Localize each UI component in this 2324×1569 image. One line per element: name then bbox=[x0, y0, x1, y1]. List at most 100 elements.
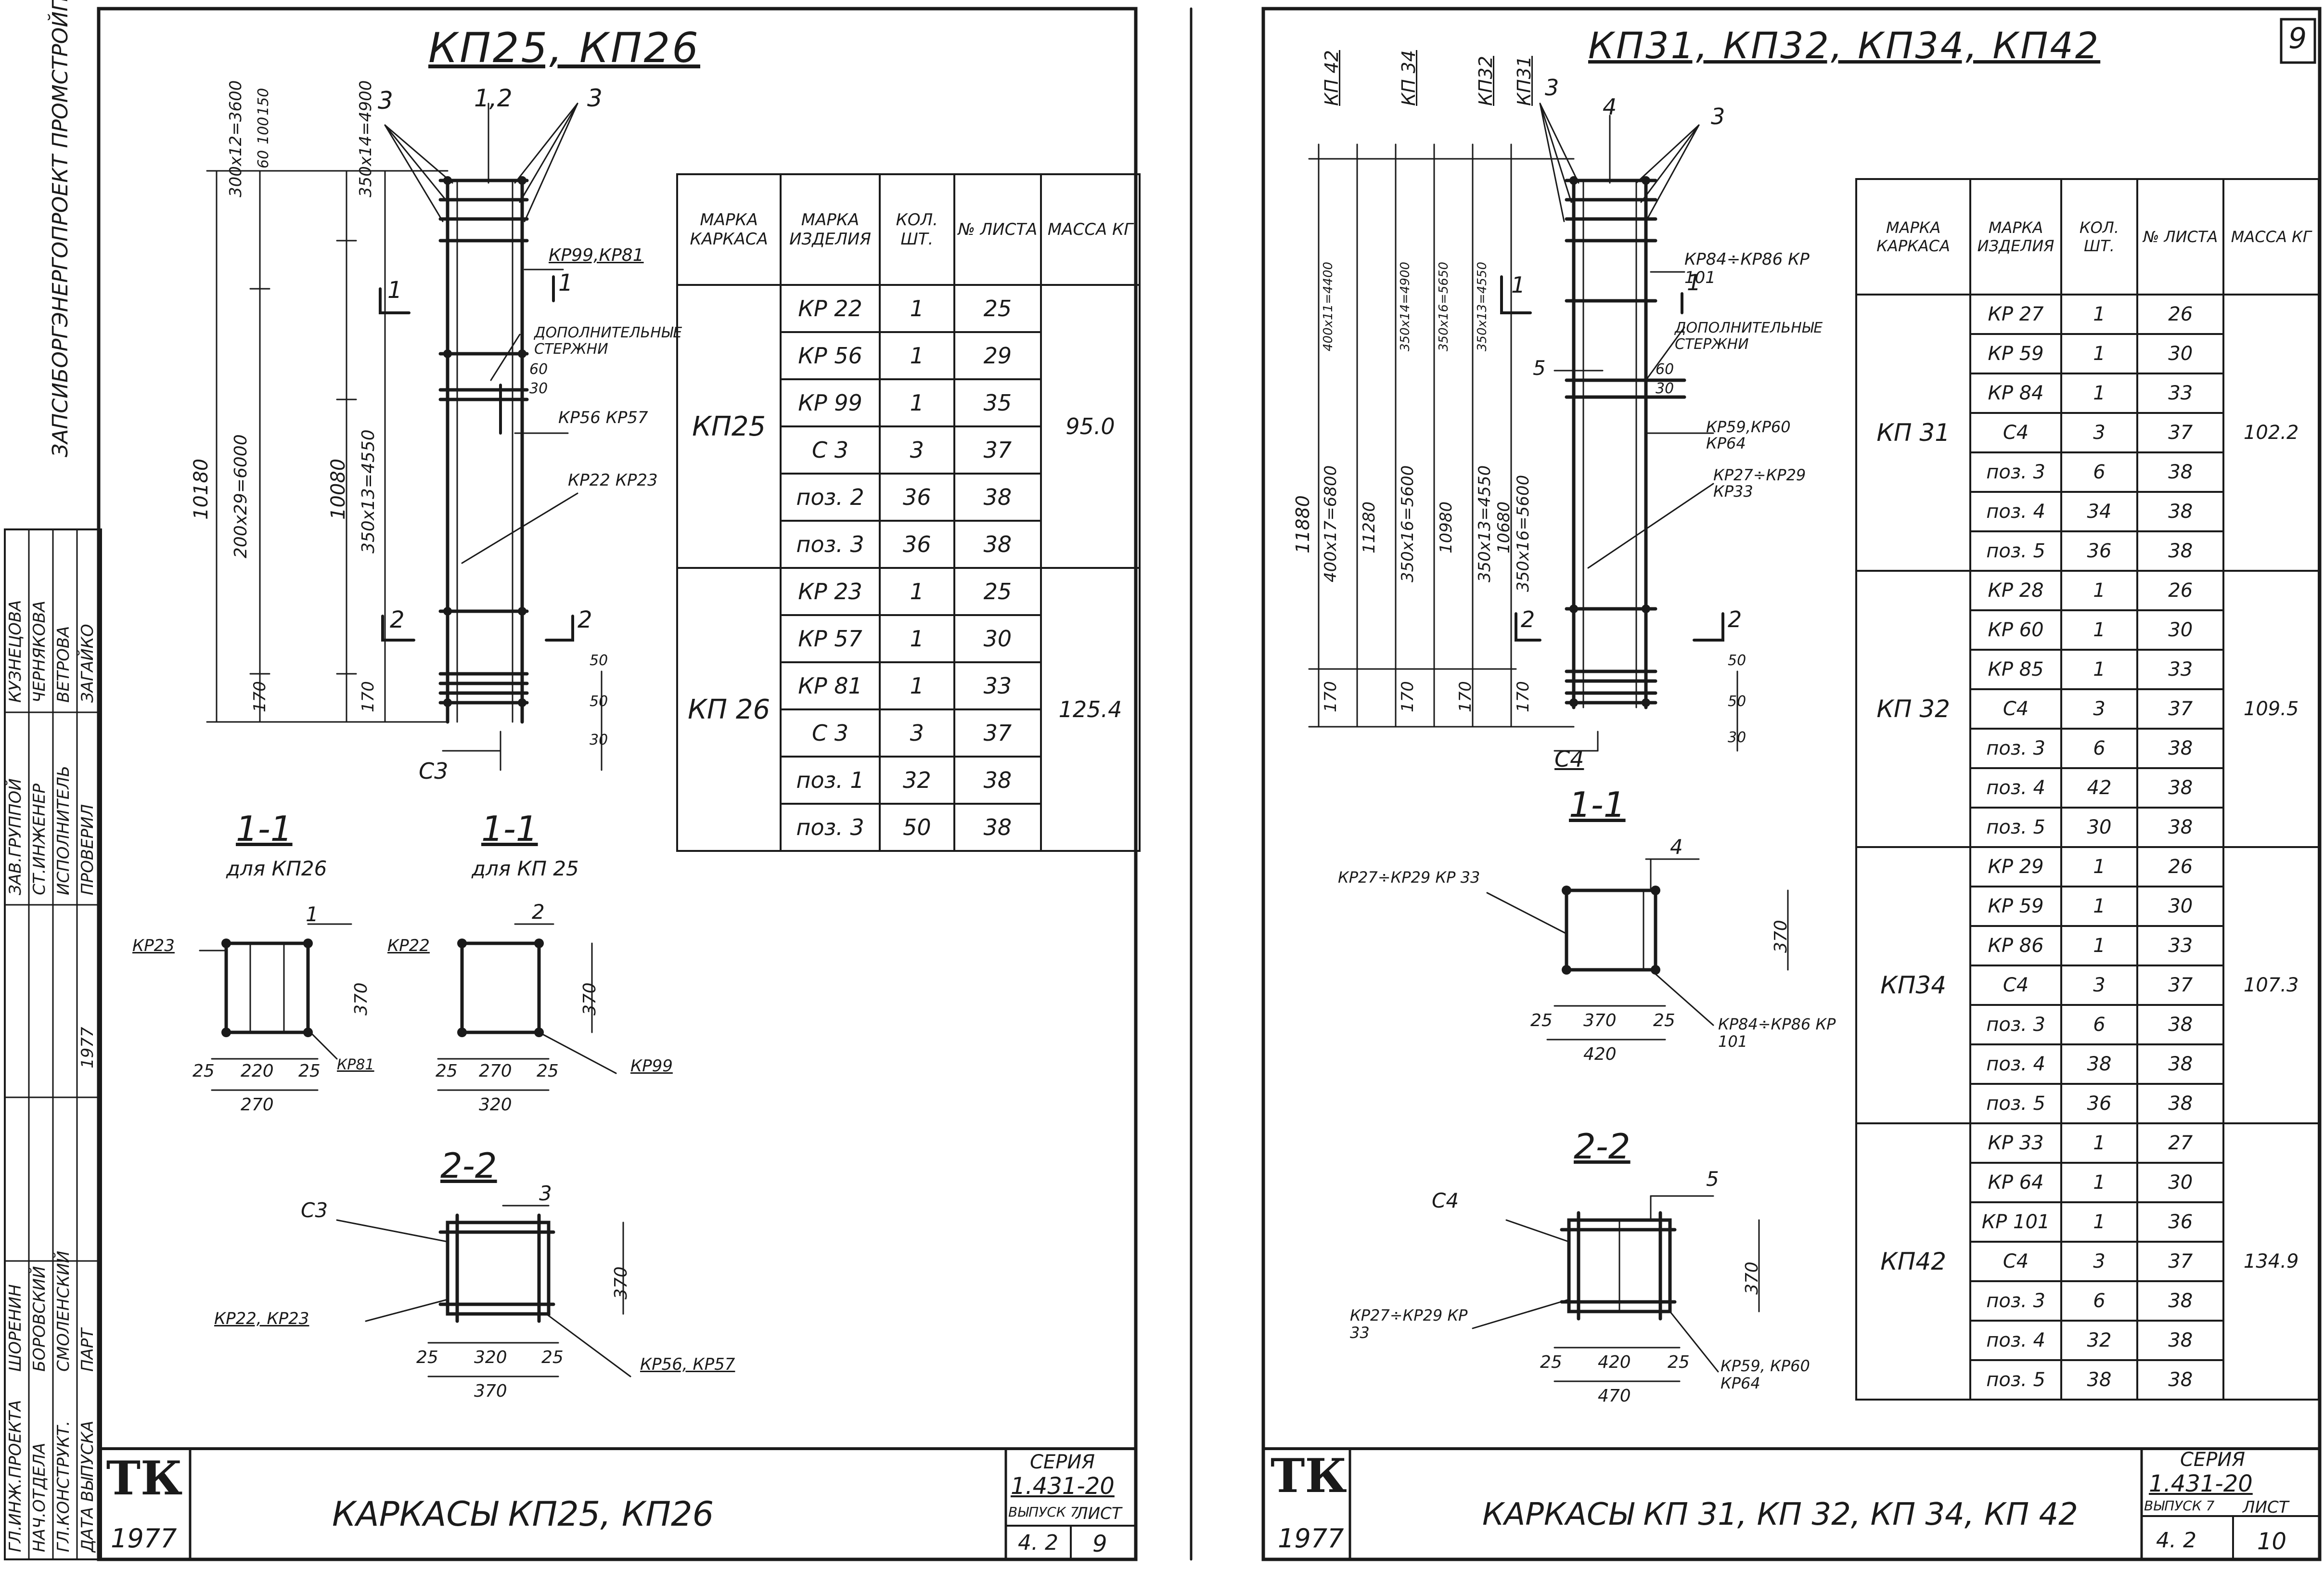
item-mark-cell: поз. 2 bbox=[780, 473, 881, 522]
left-kr22-kr23: КР22 КР23 bbox=[568, 471, 658, 490]
item-mark-cell: С 3 bbox=[780, 425, 881, 475]
sheet-no-cell: 37 bbox=[2136, 1241, 2225, 1282]
sheet-no-cell: 38 bbox=[953, 473, 1042, 522]
right-dim-50b: 50 bbox=[1728, 693, 1746, 710]
item-mark-cell: КР 60 bbox=[1969, 609, 2062, 651]
sig-role-1: ГЛ.ИНЖ.ПРОЕКТА bbox=[6, 1400, 25, 1552]
left-sec2-mark-b: 2 bbox=[578, 606, 592, 633]
sheet-no-cell: 38 bbox=[2136, 1083, 2225, 1124]
qty-cell: 1 bbox=[878, 614, 955, 663]
s11a-w3: 25 bbox=[298, 1061, 321, 1081]
left-c3-label: С3 bbox=[419, 758, 449, 784]
right-kr84-kr86: КР84÷КР86 КР 101 bbox=[1684, 250, 1810, 287]
left-spec-table: МАРКА КАРКАСА МАРКА ИЗДЕЛИЯ КОЛ. ШТ. № Л… bbox=[676, 173, 1141, 852]
lt-h-mass: МАССА КГ bbox=[1040, 173, 1141, 286]
sheet-no-cell: 38 bbox=[2136, 1280, 2225, 1322]
s11b-total: 320 bbox=[479, 1095, 512, 1115]
frame-mark-cell: КП 31 bbox=[1855, 294, 1972, 572]
sig-role2-2: СТ.ИНЖЕНЕР bbox=[30, 784, 49, 895]
qty-cell: 1 bbox=[878, 661, 955, 710]
left-dim-d1: 300x12=3600 bbox=[226, 80, 245, 197]
right-section-11: 1-1 bbox=[1569, 784, 1626, 825]
item-mark-cell: поз. 3 bbox=[1969, 1280, 2062, 1322]
left-dim-inner: 10080 bbox=[327, 458, 349, 520]
right-dim-t1: 400x11=4400 bbox=[1321, 261, 1335, 351]
frame-mark-cell: КП25 bbox=[676, 284, 782, 569]
item-mark-cell: поз. 5 bbox=[1969, 1083, 2062, 1124]
s22-h: 370 bbox=[611, 1266, 631, 1299]
sheet-no-cell: 27 bbox=[2136, 1122, 2225, 1164]
item-mark-cell: поз. 3 bbox=[1969, 728, 2062, 769]
qty-cell: 36 bbox=[2060, 530, 2139, 572]
item-mark-cell: поз. 1 bbox=[780, 756, 881, 805]
rt-h-mark: МАРКА КАРКАСА bbox=[1855, 178, 1972, 296]
sheet-no-cell: 38 bbox=[953, 756, 1042, 805]
left-dim-top1: 60 bbox=[255, 150, 272, 168]
left-additional-rods: ДОПОЛНИТЕЛЬНЫЕ СТЕРЖНИ bbox=[534, 324, 682, 358]
frame-mark-cell: КП 32 bbox=[1855, 570, 1972, 848]
left-kr99-kr81: КР99,КР81 bbox=[549, 245, 644, 265]
sheet-no-cell: 38 bbox=[953, 803, 1042, 852]
sheet-no-cell: 36 bbox=[2136, 1201, 2225, 1243]
item-mark-cell: поз. 4 bbox=[1969, 1043, 2062, 1085]
rt-h-qty: КОЛ. ШТ. bbox=[2060, 178, 2139, 296]
sig-name-2: БОРОВСКИЙ bbox=[30, 1266, 49, 1372]
sheet-no-cell: 25 bbox=[953, 567, 1042, 616]
item-mark-cell: КР 23 bbox=[780, 567, 881, 616]
right-stamp-sheet-label: ЛИСТ bbox=[2243, 1498, 2289, 1517]
item-mark-cell: поз. 3 bbox=[780, 520, 881, 569]
right-page-number: 9 bbox=[2288, 22, 2307, 55]
left-stamp-series: 1.431-20 bbox=[1011, 1473, 1115, 1500]
qty-cell: 50 bbox=[878, 803, 955, 852]
sheet-no-cell: 26 bbox=[2136, 294, 2225, 335]
right-stamp-title: КАРКАСЫ КП 31, КП 32, КП 34, КП 42 bbox=[1482, 1497, 2078, 1532]
s22-total: 370 bbox=[474, 1381, 507, 1401]
item-mark-cell: КР 101 bbox=[1969, 1201, 2062, 1243]
sheet-no-cell: 37 bbox=[953, 708, 1042, 758]
sig-name2-3: ВЕТРОВА bbox=[54, 626, 73, 703]
right-stamp-series-label: СЕРИЯ bbox=[2180, 1449, 2246, 1471]
left-dim-d4: 350x13=4550 bbox=[359, 429, 378, 553]
sig-name-4: ПАРТ bbox=[78, 1328, 97, 1372]
qty-cell: 6 bbox=[2060, 1280, 2139, 1322]
item-mark-cell: поз. 3 bbox=[1969, 451, 2062, 493]
sheet-no-cell: 37 bbox=[953, 425, 1042, 475]
item-mark-cell: С4 bbox=[1969, 1241, 2062, 1282]
right-pos-3b: 3 bbox=[1711, 103, 1725, 129]
qty-cell: 3 bbox=[878, 708, 955, 758]
rs22-total: 470 bbox=[1598, 1386, 1631, 1406]
sheet-no-cell: 26 bbox=[2136, 846, 2225, 887]
s11a-h: 370 bbox=[351, 982, 371, 1016]
right-c4-label: С4 bbox=[1554, 746, 1584, 772]
rs11-total: 420 bbox=[1583, 1044, 1617, 1064]
qty-cell: 1 bbox=[2060, 294, 2139, 335]
right-dim-b4: 170 bbox=[1514, 681, 1533, 712]
right-pos-5: 5 bbox=[1533, 356, 1546, 380]
sig-year: 1977 bbox=[78, 1027, 97, 1068]
sig-role2-4: ПРОВЕРИЛ bbox=[78, 804, 97, 895]
rt-h-mass: МАССА КГ bbox=[2222, 178, 2320, 296]
left-dim-30b: 30 bbox=[590, 732, 608, 748]
item-mark-cell: КР 28 bbox=[1969, 570, 2062, 611]
qty-cell: 32 bbox=[878, 756, 955, 805]
lt-h-item: МАРКА ИЗДЕЛИЯ bbox=[780, 173, 881, 286]
s22-pos: 3 bbox=[539, 1182, 552, 1205]
qty-cell: 1 bbox=[878, 331, 955, 380]
item-mark-cell: КР 84 bbox=[1969, 373, 2062, 414]
right-sec2-mark-b: 2 bbox=[1728, 606, 1742, 632]
left-sec2-mark-a: 2 bbox=[390, 606, 405, 633]
